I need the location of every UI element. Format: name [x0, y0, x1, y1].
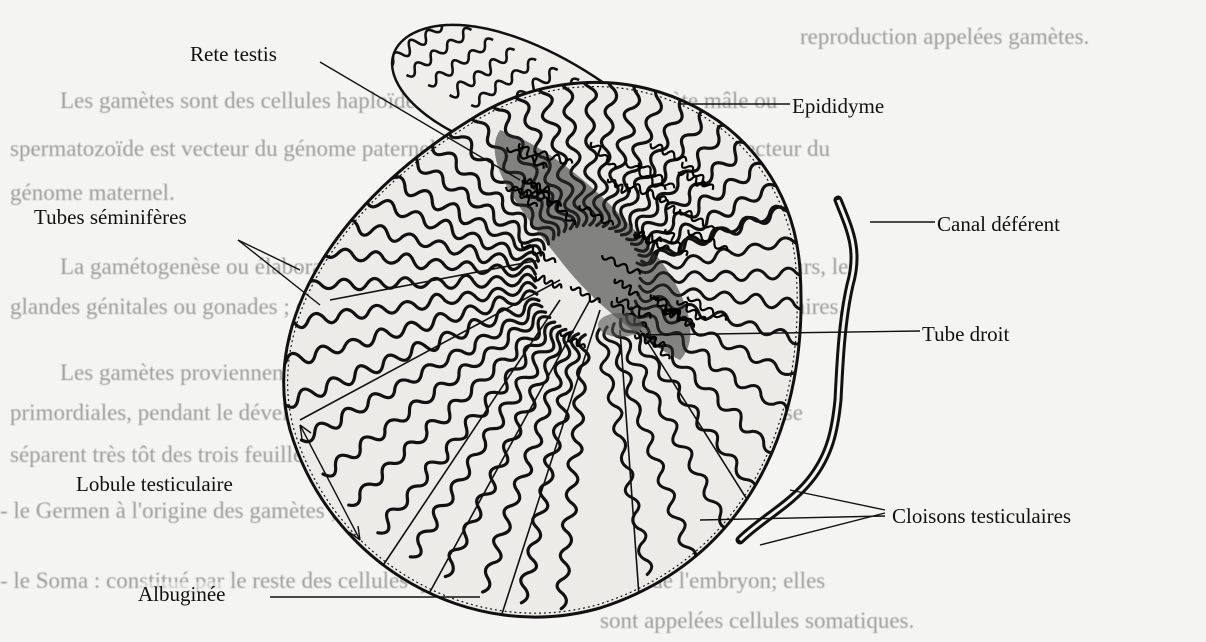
- leader-line: [238, 240, 320, 305]
- label-epididyme: Epididyme: [792, 94, 884, 118]
- label-lobule-testiculaire: Lobule testiculaire: [76, 472, 233, 496]
- label-tube-droit: Tube droit: [922, 322, 1009, 346]
- leader-line: [238, 240, 300, 270]
- label-canal-deferent: Canal déférent: [937, 212, 1060, 236]
- label-albuginee: Albuginée: [138, 582, 225, 606]
- label-cloisons-testiculaires: Cloisons testiculaires: [892, 504, 1071, 528]
- tubulus-rectus-zone: [598, 313, 642, 337]
- leader-line: [790, 490, 885, 510]
- label-tubes-seminiferes: Tubes séminifères: [34, 205, 187, 229]
- testis-body: [260, 0, 900, 617]
- label-rete-testis: Rete testis: [190, 42, 277, 66]
